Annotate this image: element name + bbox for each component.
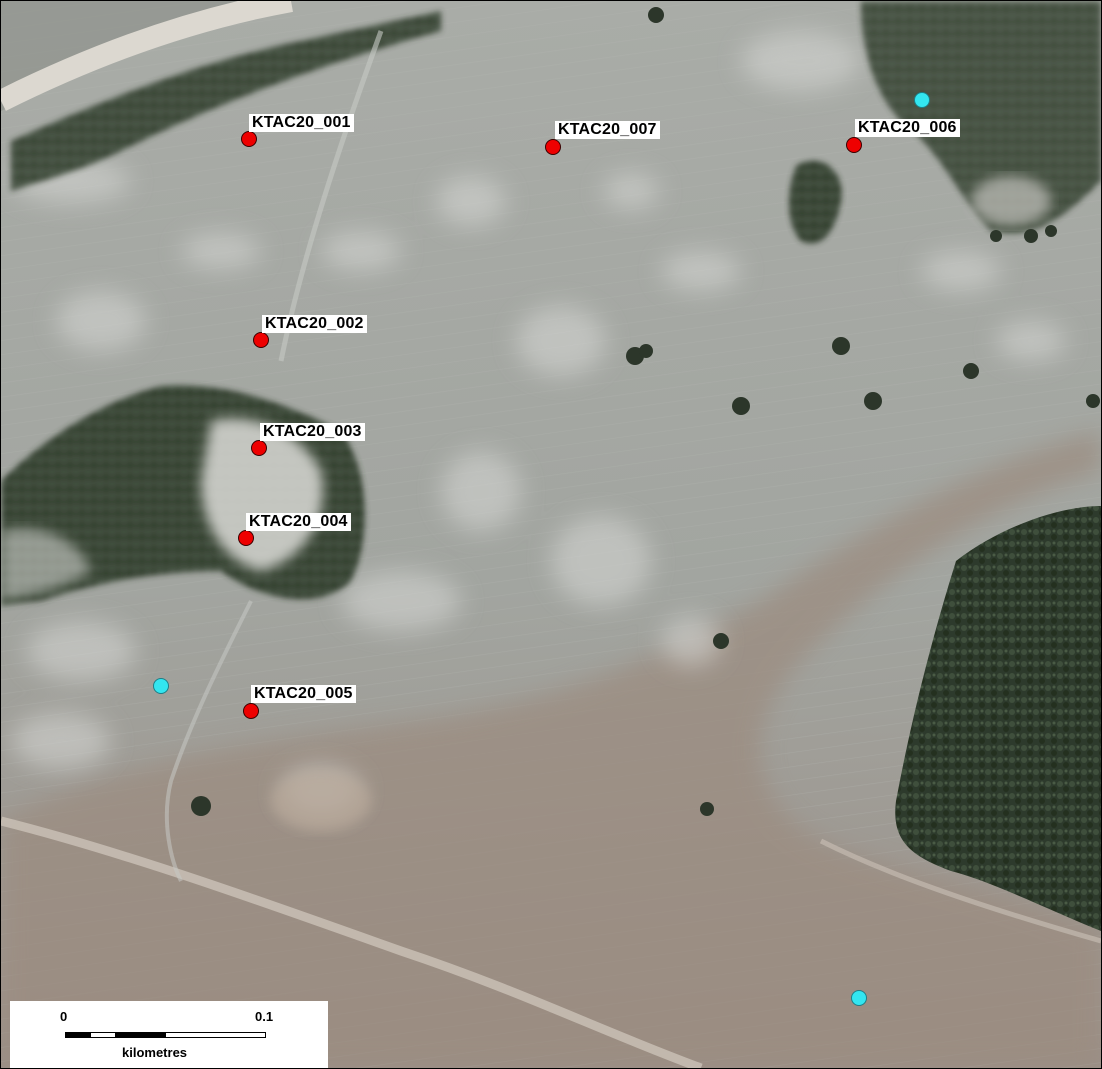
site-marker-003[interactable] xyxy=(251,440,267,456)
road-northwest xyxy=(1,1,293,111)
scale-segment xyxy=(90,1032,116,1038)
scale-unit-label: kilometres xyxy=(122,1045,188,1060)
scale-start-label: 0 xyxy=(60,1009,68,1024)
dirt-track-east xyxy=(819,838,1101,944)
reference-marker-1[interactable] xyxy=(914,92,930,108)
scale-end-label: 0.1 xyxy=(255,1009,274,1024)
site-label-006: KTAC20_006 xyxy=(855,119,960,137)
site-label-003: KTAC20_003 xyxy=(260,423,365,441)
site-label-001: KTAC20_001 xyxy=(249,114,354,132)
light-patches xyxy=(11,31,1066,816)
reference-marker-3[interactable] xyxy=(851,990,867,1006)
site-label-002: KTAC20_002 xyxy=(262,315,367,333)
scale-bar: 0 0.1 kilometres xyxy=(10,1001,328,1068)
scale-segment xyxy=(115,1032,166,1038)
plantation-east xyxy=(895,506,1101,931)
scattered-trees xyxy=(191,7,1100,816)
site-label-004: KTAC20_004 xyxy=(246,513,351,531)
scale-segment xyxy=(65,1032,91,1038)
site-marker-001[interactable] xyxy=(241,131,257,147)
site-marker-007[interactable] xyxy=(545,139,561,155)
site-marker-005[interactable] xyxy=(243,703,259,719)
reference-marker-2[interactable] xyxy=(153,678,169,694)
site-marker-006[interactable] xyxy=(846,137,862,153)
site-label-005: KTAC20_005 xyxy=(251,685,356,703)
site-marker-002[interactable] xyxy=(253,332,269,348)
bush-northeast xyxy=(861,1,1101,234)
site-marker-004[interactable] xyxy=(238,530,254,546)
dirt-track-south xyxy=(1,816,703,1068)
scale-segment xyxy=(165,1032,266,1038)
site-label-007: KTAC20_007 xyxy=(555,121,660,139)
